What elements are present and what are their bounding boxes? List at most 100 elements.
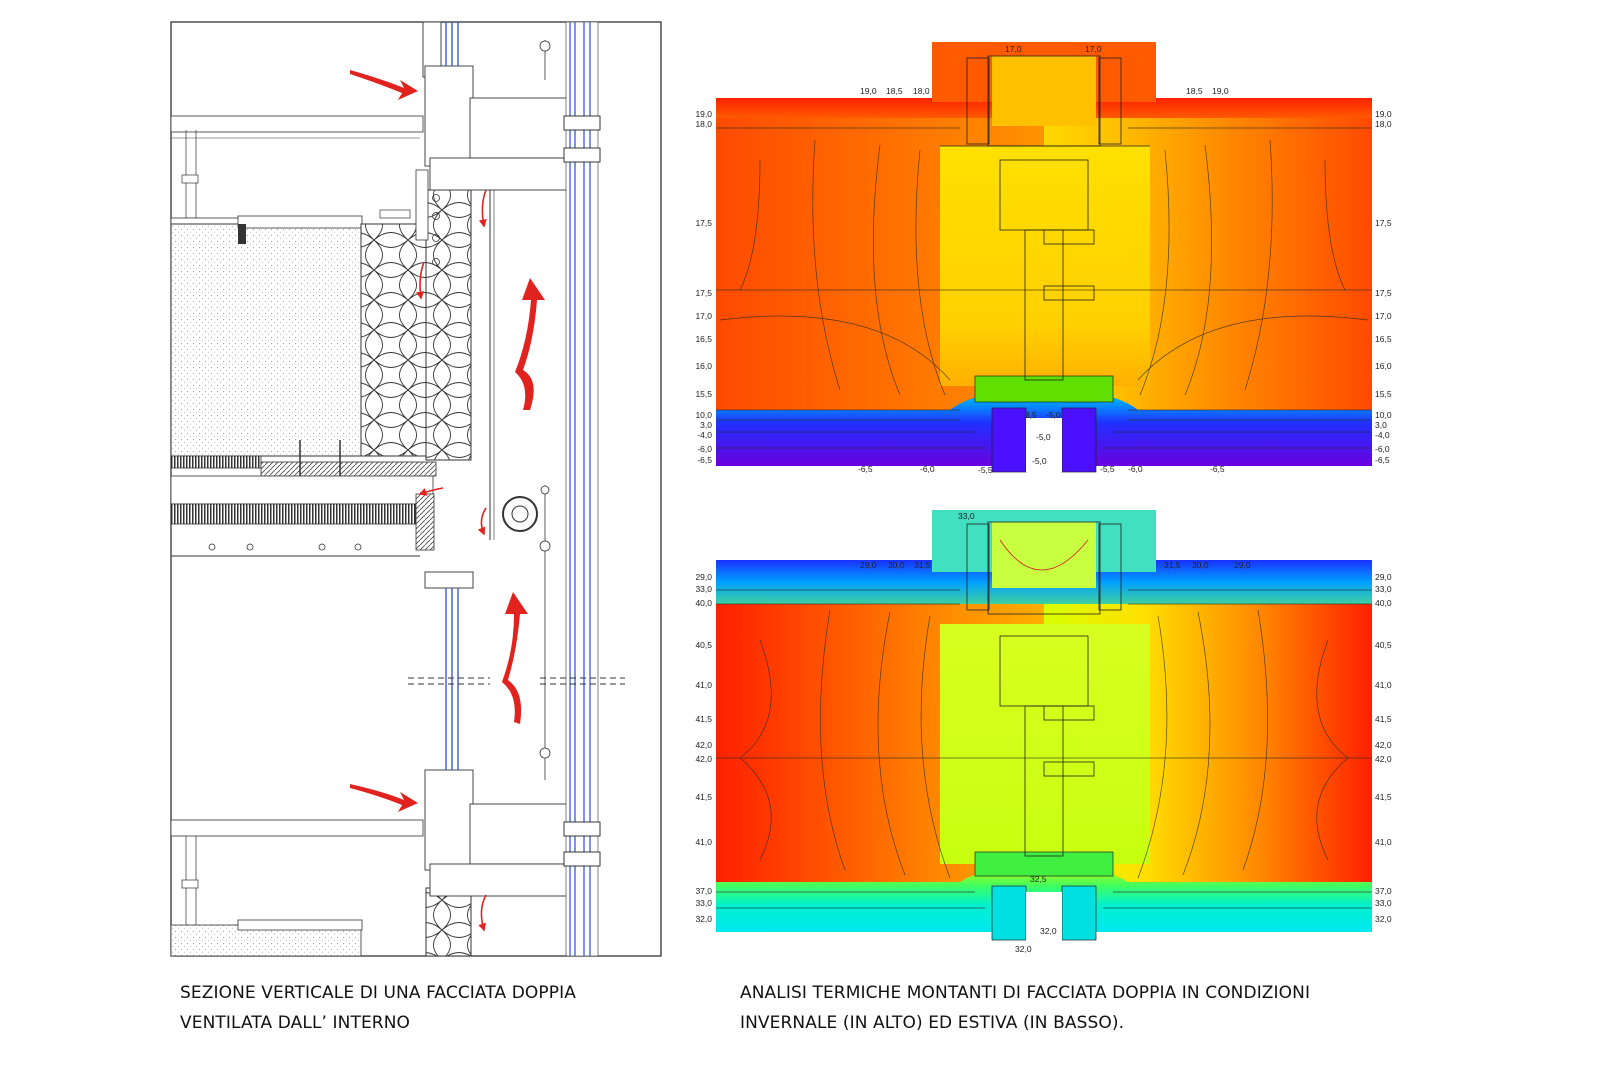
winter-left-label: 16,0 [695, 361, 712, 371]
cut-line [408, 677, 625, 685]
winter-top-label: 18,0 [913, 86, 930, 96]
inner-glazing [445, 22, 459, 770]
winter-right-label: 19,0 [1375, 109, 1392, 119]
winter-right-label: -6,0 [1375, 444, 1390, 454]
small-air-flow-arrows [416, 189, 487, 932]
summer-right-label: 37,0 [1375, 886, 1392, 896]
winter-center-label: -3,5 [1022, 410, 1037, 420]
summer-left-label: 33,0 [695, 584, 712, 594]
winter-top-label: 17,0 [1085, 44, 1102, 54]
summer-bottom-label: 32,0 [1015, 944, 1032, 954]
winter-top-label: 19,0 [1212, 86, 1229, 96]
winter-top-label: 18,5 [1186, 86, 1203, 96]
summer-right-label: 32,0 [1375, 914, 1392, 924]
summer-right-label: 40,0 [1375, 598, 1392, 608]
summer-left-label: 40,0 [695, 598, 712, 608]
winter-left-label: 19,0 [695, 109, 712, 119]
air-flow-arrow-icon [350, 70, 545, 812]
thermal-map-summer [716, 510, 1372, 948]
winter-left-label: 17,5 [695, 288, 712, 298]
summer-top-label: 31,5 [914, 560, 931, 570]
summer-left-label: 37,0 [695, 886, 712, 896]
summer-top-label: 33,0 [958, 511, 975, 521]
summer-left-label: 33,0 [695, 898, 712, 908]
winter-mullion-outline [940, 55, 1150, 381]
summer-top-label: 30,0 [1192, 560, 1209, 570]
winter-bottom-label: -5,5 [978, 465, 993, 475]
summer-left-label: 41,5 [695, 714, 712, 724]
caption-left-line-1: SEZIONE VERTICALE DI UNA FACCIATA DOPPIA [180, 983, 576, 1003]
winter-bottom-label: -6,0 [1128, 464, 1143, 474]
winter-bottom-label: -6,5 [858, 464, 873, 474]
winter-bottom-label: -5,5 [1100, 464, 1115, 474]
caption-left: SEZIONE VERTICALE DI UNA FACCIATA DOPPIA… [180, 978, 576, 1038]
summer-left-label: 41,0 [695, 837, 712, 847]
summer-left-label: 42,0 [695, 740, 712, 750]
winter-left-label: 15,5 [695, 389, 712, 399]
outer-glazing [563, 21, 601, 957]
winter-bottom-label: -6,5 [1210, 464, 1225, 474]
summer-top-label: 30,0 [888, 560, 905, 570]
summer-right-label: 33,0 [1375, 898, 1392, 908]
winter-left-label: 17,5 [695, 218, 712, 228]
summer-right-label: 42,0 [1375, 740, 1392, 750]
winter-bottom-label: -5,0 [1032, 456, 1047, 466]
winter-right-label: 15,5 [1375, 389, 1392, 399]
summer-left-label: 32,0 [695, 914, 712, 924]
winter-bottom-label: -6,0 [920, 464, 935, 474]
summer-right-label: 42,0 [1375, 754, 1392, 764]
winter-right-label: 17,5 [1375, 218, 1392, 228]
caption-right: ANALISI TERMICHE MONTANTI DI FACCIATA DO… [740, 978, 1310, 1038]
caption-left-line-2: VENTILATA DALL’ INTERNO [180, 1013, 410, 1033]
summer-mullion-outline [966, 521, 1122, 857]
summer-left-label: 29,0 [695, 572, 712, 582]
summer-right-label: 41,0 [1375, 837, 1392, 847]
summer-top-label: 29,0 [1234, 560, 1251, 570]
winter-right-label: -4,0 [1375, 430, 1390, 440]
interior-floor-bottom [170, 819, 472, 957]
winter-left-label: 3,0 [700, 420, 712, 430]
floor-slab-mid [170, 440, 437, 557]
summer-bottom-label: 32,0 [1040, 926, 1057, 936]
summer-right-label: 41,5 [1375, 714, 1392, 724]
winter-right-label: 18,0 [1375, 119, 1392, 129]
summer-left-label: 41,0 [695, 680, 712, 690]
winter-top-label: 17,0 [1005, 44, 1022, 54]
winter-right-label: 16,5 [1375, 334, 1392, 344]
vertical-section-drawing [170, 21, 662, 957]
caption-right-line-1: ANALISI TERMICHE MONTANTI DI FACCIATA DO… [740, 983, 1311, 1003]
winter-center-label: -5,0 [1036, 432, 1051, 442]
summer-left-label: 42,0 [695, 754, 712, 764]
caption-right-line-2: INVERNALE (IN ALTO) ED ESTIVA (IN BASSO)… [740, 1013, 1125, 1033]
winter-left-label: -6,0 [697, 444, 712, 454]
winter-top-label: 18,5 [886, 86, 903, 96]
thermal-map-winter [716, 42, 1372, 473]
summer-right-label: 33,0 [1375, 584, 1392, 594]
winter-right-label: 3,0 [1375, 420, 1387, 430]
interior-wall-block [170, 169, 472, 461]
winter-right-label: -6,5 [1375, 455, 1390, 465]
winter-center-label: -5,0 [1046, 410, 1061, 420]
summer-right-label: 41,5 [1375, 792, 1392, 802]
temperature-labels: 19,018,017,517,517,016,516,015,510,03,0-… [695, 44, 1391, 954]
summer-isotherms [716, 589, 1372, 909]
summer-top-label: 29,0 [860, 560, 877, 570]
summer-right-label: 40,5 [1375, 640, 1392, 650]
summer-bottom-label: 32,5 [1030, 874, 1047, 884]
winter-left-label: 16,5 [695, 334, 712, 344]
winter-left-label: 10,0 [695, 410, 712, 420]
blind-rod [502, 40, 551, 780]
winter-right-label: 10,0 [1375, 410, 1392, 420]
winter-right-label: 16,0 [1375, 361, 1392, 371]
winter-right-label: 17,5 [1375, 288, 1392, 298]
summer-right-label: 29,0 [1375, 572, 1392, 582]
winter-left-label: 17,0 [695, 311, 712, 321]
winter-right-label: 17,0 [1375, 311, 1392, 321]
summer-right-label: 41,0 [1375, 680, 1392, 690]
winter-top-label: 19,0 [860, 86, 877, 96]
winter-left-label: 18,0 [695, 119, 712, 129]
summer-left-label: 41,5 [695, 792, 712, 802]
summer-left-label: 40,5 [695, 640, 712, 650]
